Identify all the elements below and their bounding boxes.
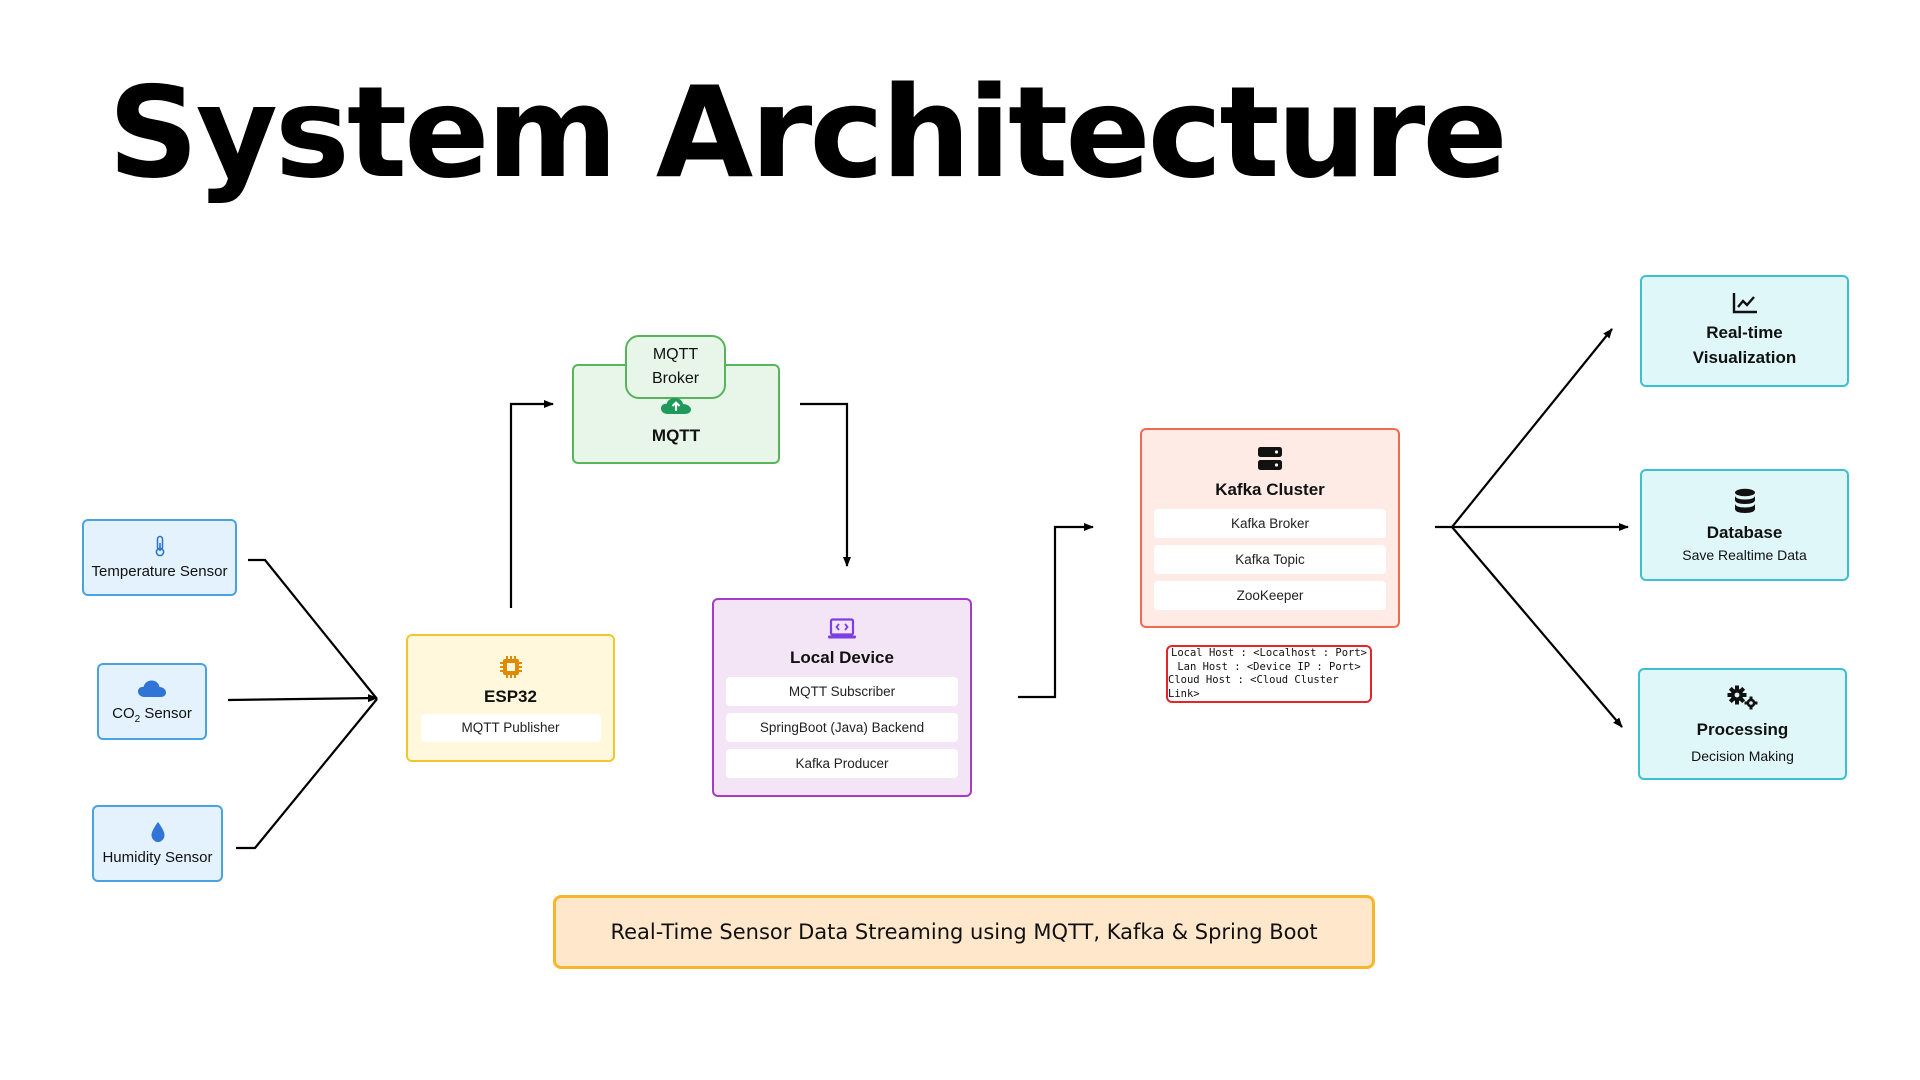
database-icon	[1734, 488, 1756, 514]
esp32-item: MQTT Publisher	[420, 713, 601, 742]
host-lan: Lan Host : <Device IP : Port>	[1177, 660, 1361, 673]
local-device-item-springboot-backend: SpringBoot (Java) Backend	[726, 712, 958, 742]
database-subtitle: Save Realtime Data	[1682, 546, 1807, 563]
mqtt-broker-badge: MQTT Broker	[625, 335, 726, 399]
humidity-sensor-label: Humidity Sensor	[102, 849, 213, 866]
kafka-cluster-box: Kafka Cluster Kafka Broker Kafka Topic Z…	[1140, 428, 1400, 628]
laptop-code-icon	[827, 617, 857, 640]
arrow-esp32-to-mqtt	[509, 400, 554, 608]
temperature-sensor-box: Temperature Sensor	[82, 519, 237, 596]
arrow-local-device-to-kafka	[1018, 523, 1094, 699]
arrow-kafka-to-processing	[1451, 526, 1623, 728]
local-device-item-mqtt-subscriber: MQTT Subscriber	[726, 676, 958, 706]
kafka-cluster-title: Kafka Cluster	[1215, 480, 1325, 499]
arrow-mqtt-to-local-device	[800, 402, 851, 567]
arrow-co2-to-esp32	[227, 694, 378, 703]
kafka-item-broker: Kafka Broker	[1154, 509, 1386, 538]
arrow-temperature-to-esp32	[248, 558, 378, 700]
droplet-icon	[150, 821, 166, 843]
host-local: Local Host : <Localhost : Port>	[1171, 647, 1367, 659]
local-device-box: Local Device MQTT Subscriber SpringBoot …	[712, 598, 972, 797]
caption-banner: Real-Time Sensor Data Streaming using MQ…	[553, 895, 1375, 969]
cloud-icon	[137, 679, 167, 699]
arrow-humidity-to-esp32	[236, 698, 378, 850]
line-chart-icon	[1732, 292, 1758, 314]
mqtt-broker-line2: Broker	[651, 370, 700, 387]
esp32-box: ESP32 MQTT Publisher	[406, 634, 615, 762]
kafka-hosts-box: Local Host : <Localhost : Port> Lan Host…	[1166, 645, 1372, 703]
esp32-title: ESP32	[484, 686, 537, 706]
host-cloud: Cloud Host : <Cloud Cluster Link>	[1168, 674, 1339, 700]
database-title: Database	[1706, 522, 1783, 542]
mqtt-broker-line1: MQTT	[652, 346, 699, 363]
processing-box: Processing Decision Making	[1638, 668, 1847, 780]
processing-subtitle: Decision Making	[1691, 747, 1794, 764]
local-device-item-kafka-producer: Kafka Producer	[726, 748, 958, 778]
co2-sensor-label: CO2 Sensor	[112, 704, 192, 725]
thermometer-icon	[152, 535, 168, 557]
visualization-title-line1: Real-time	[1706, 323, 1783, 342]
arrow-kafka-to-visualization	[1435, 328, 1613, 529]
cloud-upload-icon	[660, 397, 692, 420]
chip-icon	[499, 655, 523, 679]
visualization-title-line2: Visualization	[1692, 348, 1797, 367]
co2-sensor-box: CO2 Sensor	[97, 663, 207, 740]
page-title: System Architecture	[108, 59, 1508, 206]
kafka-item-zookeeper: ZooKeeper	[1154, 581, 1386, 610]
server-icon	[1256, 446, 1284, 472]
temperature-sensor-label: Temperature Sensor	[91, 563, 228, 580]
processing-title: Processing	[1696, 719, 1789, 739]
local-device-title: Local Device	[790, 647, 894, 667]
humidity-sensor-box: Humidity Sensor	[92, 805, 223, 882]
gears-icon	[1726, 685, 1760, 711]
mqtt-title: MQTT	[651, 426, 701, 445]
database-box: Database Save Realtime Data	[1640, 469, 1849, 581]
kafka-item-topic: Kafka Topic	[1154, 545, 1386, 574]
realtime-visualization-box: Real-time Visualization	[1640, 275, 1849, 387]
